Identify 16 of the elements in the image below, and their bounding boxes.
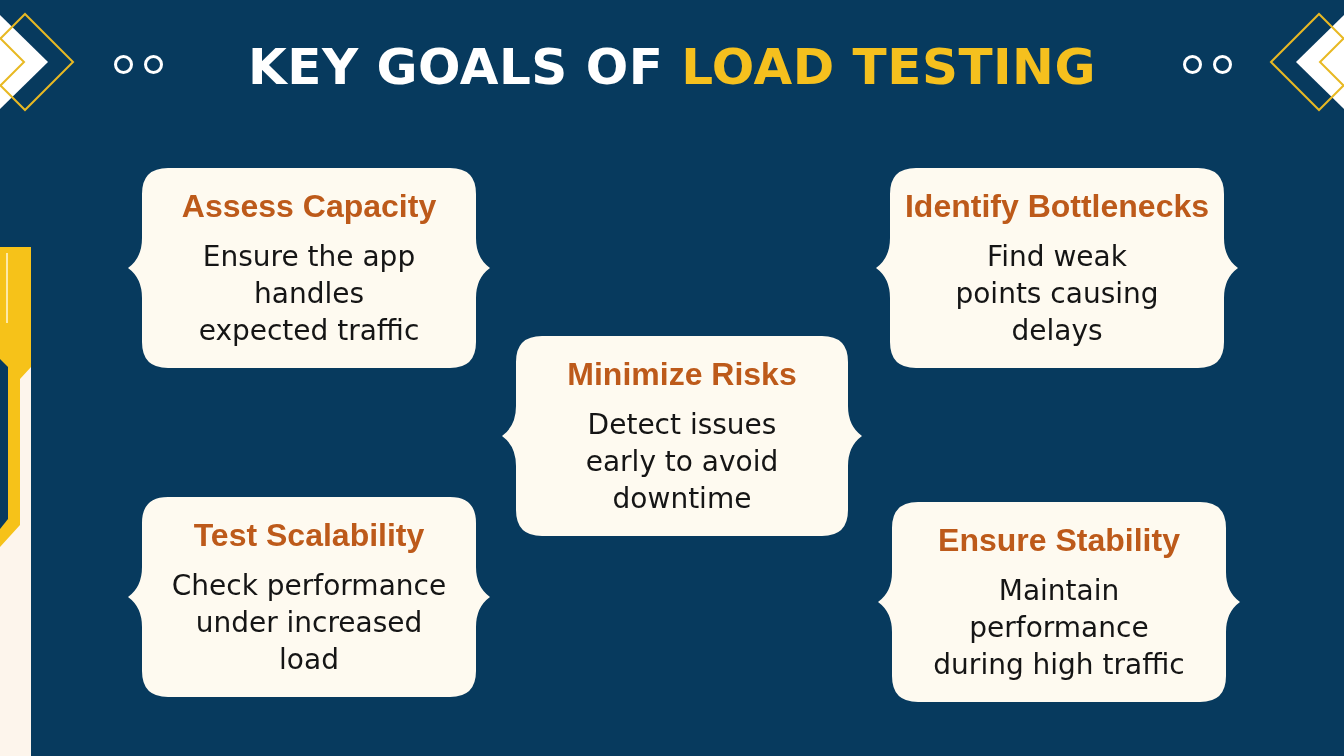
card-heading: Identify Bottlenecks	[904, 187, 1210, 226]
title: KEY GOALS OF LOAD TESTING	[248, 37, 1096, 98]
card-heading: Minimize Risks	[567, 355, 797, 394]
card-heading: Assess Capacity	[181, 187, 437, 226]
card-text: Ensure the app handles expected traffic	[197, 239, 421, 349]
goal-card	[128, 497, 490, 697]
card-heading: Ensure Stability	[938, 521, 1180, 560]
goal-card	[878, 502, 1240, 702]
card-text: Check performance under increased load	[170, 568, 448, 678]
goal-card	[128, 168, 490, 368]
card-text: Detect issues early to avoid downtime	[584, 407, 780, 517]
card-text: Find weak points causing delays	[954, 239, 1160, 349]
card-text: Maintain performance during high traffic	[932, 573, 1186, 683]
goal-card	[876, 168, 1238, 368]
goal-card	[502, 336, 862, 536]
card-heading: Test Scalability	[193, 516, 425, 555]
